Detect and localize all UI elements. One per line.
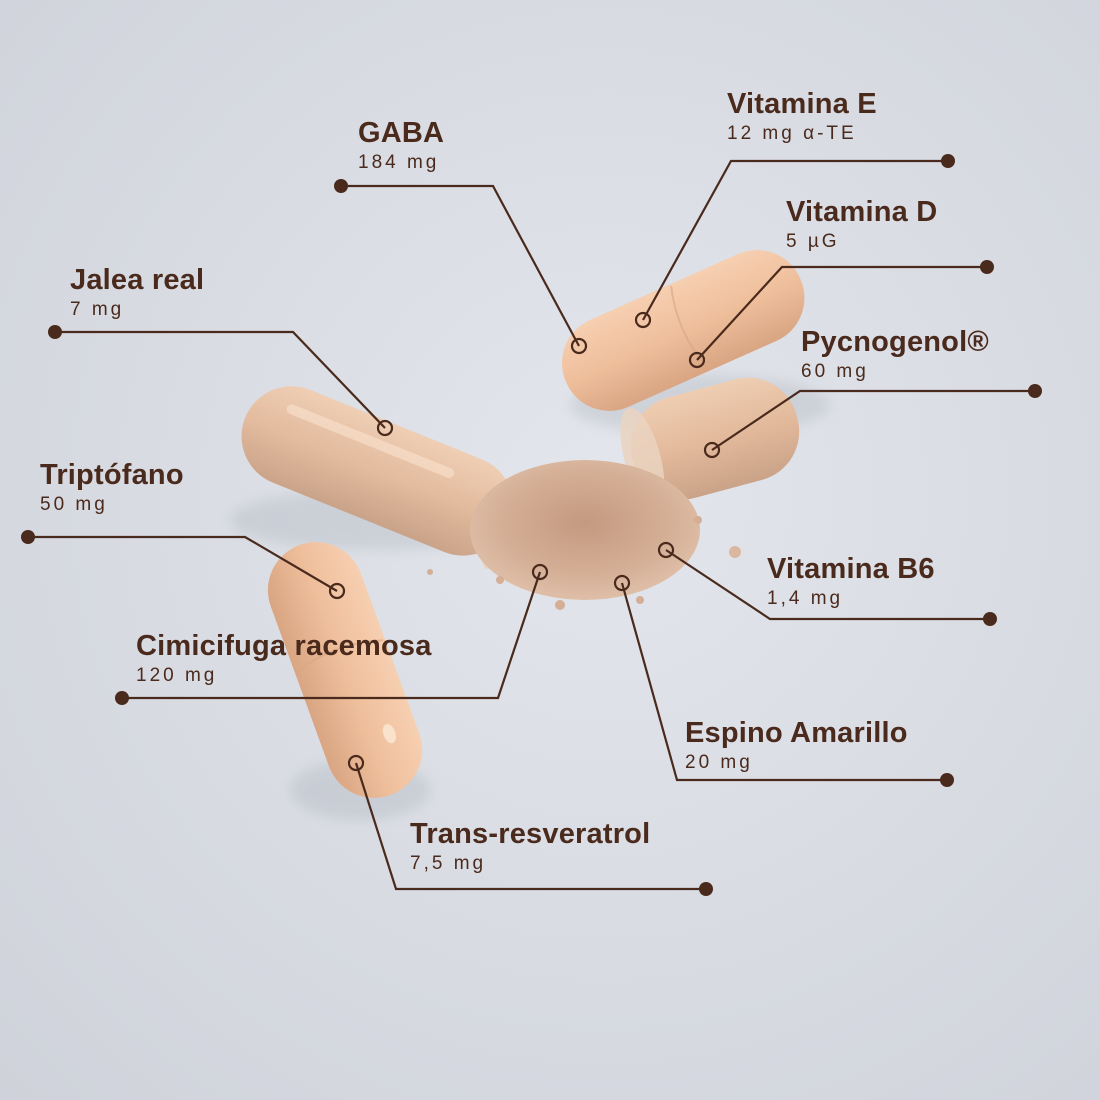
callout-target-rings bbox=[328, 311, 721, 772]
ingredient-name: Vitamina D bbox=[786, 196, 938, 228]
ingredient-label-triptofano: Triptófano 50 mg bbox=[40, 459, 184, 517]
ingredient-name: GABA bbox=[358, 117, 445, 149]
ingredient-dose: 7 mg bbox=[70, 299, 125, 320]
ingredient-name: Vitamina B6 bbox=[767, 553, 935, 585]
ingredient-dose: 20 mg bbox=[685, 752, 753, 773]
closed-capsule-bottom bbox=[267, 542, 423, 798]
ingredient-label-espino-amarillo: Espino Amarillo 20 mg bbox=[685, 717, 908, 775]
ingredient-label-jalea-real: Jalea real 7 mg bbox=[70, 264, 204, 322]
ingredient-name: Pycnogenol® bbox=[801, 326, 989, 358]
ingredient-dose: 120 mg bbox=[136, 665, 218, 686]
ingredient-label-cimicifuga-racemosa: Cimicifuga racemosa 120 mg bbox=[136, 630, 432, 688]
callout-end-dots bbox=[21, 154, 1042, 896]
ingredient-dose: 1,4 mg bbox=[767, 588, 844, 609]
ingredient-label-vitamina-e: Vitamina E 12 mg α-TE bbox=[727, 88, 877, 146]
ingredient-name: Jalea real bbox=[70, 264, 205, 296]
callout-lines bbox=[28, 159, 1035, 891]
ingredient-dose: 50 mg bbox=[40, 494, 108, 515]
ingredient-name: Vitamina E bbox=[727, 88, 877, 120]
ingredient-name: Triptófano bbox=[40, 459, 184, 491]
ingredient-label-vitamina-b6: Vitamina B6 1,4 mg bbox=[767, 553, 935, 611]
ingredient-dose: 60 mg bbox=[801, 361, 869, 382]
ingredient-name: Trans-resveratrol bbox=[410, 818, 651, 850]
ingredient-dose: 184 mg bbox=[358, 152, 440, 173]
ingredient-label-pycnogenol: Pycnogenol® 60 mg bbox=[801, 326, 989, 384]
ingredient-name: Cimicifuga racemosa bbox=[136, 630, 432, 662]
ingredient-label-gaba: GABA 184 mg bbox=[358, 117, 444, 175]
ingredient-dose: 7,5 mg bbox=[410, 853, 487, 874]
ingredient-dose: 12 mg α-TE bbox=[727, 123, 857, 144]
ingredient-name: Espino Amarillo bbox=[685, 717, 908, 749]
closed-capsule-top bbox=[562, 250, 805, 411]
powder-pile bbox=[427, 460, 741, 610]
ingredient-label-vitamina-d: Vitamina D 5 µG bbox=[786, 196, 937, 254]
ingredient-label-trans-resveratrol: Trans-resveratrol 7,5 mg bbox=[410, 818, 650, 876]
ingredient-dose: 5 µG bbox=[786, 231, 840, 252]
